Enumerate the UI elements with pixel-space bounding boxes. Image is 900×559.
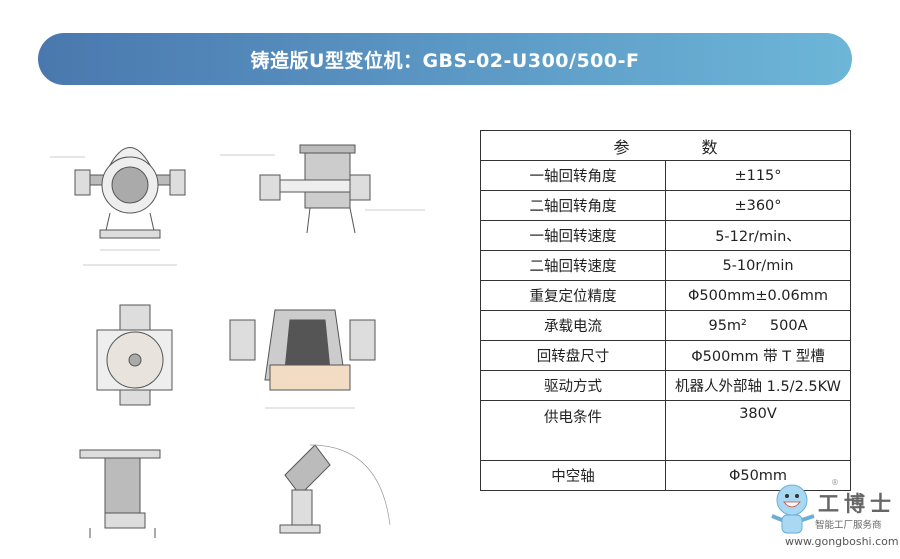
row-value: ±115° <box>665 160 851 191</box>
row-value: 机器人外部轴 1.5/2.5KW <box>665 370 851 401</box>
drawing-top-view <box>96 304 173 406</box>
table-row: 二轴回转角度±360° <box>480 190 851 221</box>
row-value: 5-10r/min <box>665 250 851 281</box>
table-row: 一轴回转角度±115° <box>480 160 851 191</box>
row-label: 驱动方式 <box>480 370 666 401</box>
drawing-section-view <box>229 309 376 409</box>
drawing-tilt-view <box>279 444 391 534</box>
gongboshi-logo: ® 工博士 智能工厂服务商 www.gongboshi.com <box>765 478 900 559</box>
logo-name: 工博士 <box>818 492 896 516</box>
table-header: 参数 <box>480 130 851 161</box>
table-row: 驱动方式机器人外部轴 1.5/2.5KW <box>480 370 851 401</box>
row-label: 供电条件 <box>480 400 666 461</box>
mascot-icon <box>771 484 815 534</box>
row-value: Φ500mm±0.06mm <box>665 280 851 311</box>
row-label: 二轴回转角度 <box>480 190 666 221</box>
title-banner: 铸造版U型变位机：GBS-02-U300/500-F <box>38 33 852 85</box>
row-label: 二轴回转速度 <box>480 250 666 281</box>
logo-tagline: 智能工厂服务商 <box>815 520 882 531</box>
header-char: 参 <box>613 137 630 157</box>
drawing-front-view <box>50 147 186 266</box>
header-char: 数 <box>701 137 718 157</box>
row-value: 5-12r/min、 <box>665 220 851 251</box>
drawing-hollow-shaft-view <box>79 449 161 538</box>
row-value: 95m² 500A <box>665 310 851 341</box>
row-value: ±360° <box>665 190 851 221</box>
row-label: 重复定位精度 <box>480 280 666 311</box>
row-label: 一轴回转速度 <box>480 220 666 251</box>
row-value: 380V <box>665 400 851 461</box>
row-label: 中空轴 <box>480 460 666 491</box>
page-title: 铸造版U型变位机：GBS-02-U300/500-F <box>250 49 640 72</box>
row-label: 回转盘尺寸 <box>480 340 666 371</box>
row-value: Φ50mm <box>665 460 851 491</box>
drawing-side-view <box>220 144 425 234</box>
registered-mark: ® <box>831 478 839 487</box>
row-label: 一轴回转角度 <box>480 160 666 191</box>
table-header-row: 参数 <box>480 130 851 161</box>
row-label: 承载电流 <box>480 310 666 341</box>
logo-url: www.gongboshi.com <box>785 535 899 548</box>
row-value: Φ500mm 带 T 型槽 <box>665 340 851 371</box>
